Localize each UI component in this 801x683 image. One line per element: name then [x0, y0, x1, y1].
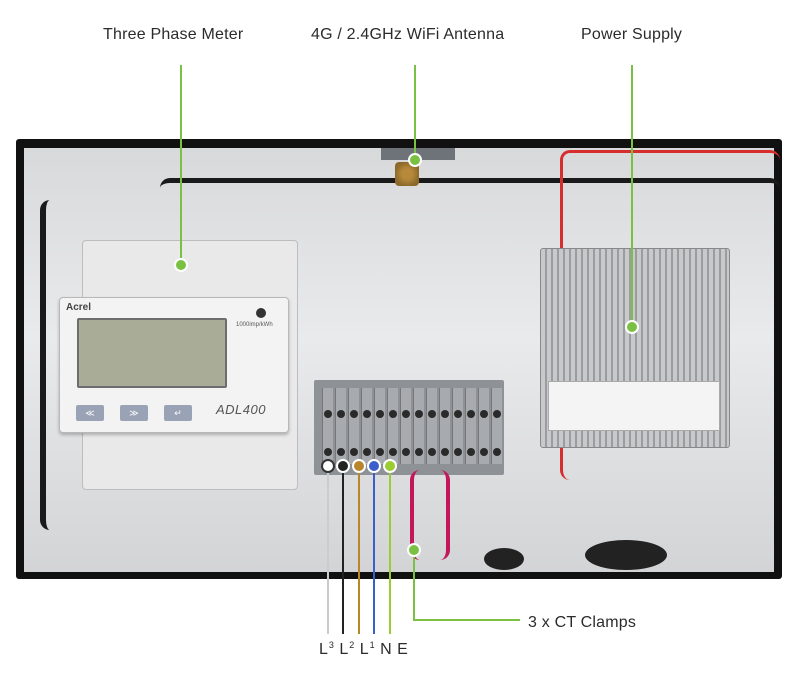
- cable-gland-1: [484, 548, 524, 570]
- terminal-screw: [480, 410, 488, 418]
- terminal-screw: [363, 410, 371, 418]
- terminal-screw: [363, 448, 371, 456]
- terminal-block: [400, 388, 411, 464]
- power-supply-rating-label: [548, 381, 720, 431]
- terminal-block: [478, 388, 489, 464]
- terminal-block: [465, 388, 476, 464]
- meter-button-enter: ↵: [164, 405, 192, 421]
- ct-clamp-wires: [410, 470, 450, 560]
- terminal-screw: [350, 410, 358, 418]
- meter-rate: 1000imp/kWh: [236, 322, 273, 328]
- terminal-block: [348, 388, 359, 464]
- wire-bundle-top: [160, 178, 780, 208]
- terminal-block: [452, 388, 463, 464]
- terminal-screw: [389, 448, 397, 456]
- terminal-screw: [454, 448, 462, 456]
- terminal-screw: [441, 448, 449, 456]
- terminal-screw: [441, 410, 449, 418]
- terminal-screw: [415, 410, 423, 418]
- terminal-screw: [337, 448, 345, 456]
- terminal-screw: [337, 410, 345, 418]
- terminal-screw: [467, 410, 475, 418]
- meter-brand: Acrel: [66, 302, 92, 313]
- ct-clamps-label: 3 x CT Clamps: [528, 614, 637, 631]
- terminal-block: [439, 388, 450, 464]
- terminal-block: [387, 388, 398, 464]
- meter-faceplate: Acrel 1000imp/kWh ≪ ≫ ↵ ADL400: [59, 297, 289, 433]
- terminal-screw: [324, 448, 332, 456]
- terminal-screw: [376, 410, 384, 418]
- antenna-label: 4G / 2.4GHz WiFi Antenna: [311, 26, 505, 43]
- terminal-block: [361, 388, 372, 464]
- phase-l3: L3: [319, 640, 334, 659]
- terminal-screw: [454, 410, 462, 418]
- terminal-block: [426, 388, 437, 464]
- meter-button-right: ≫: [120, 405, 148, 421]
- terminal-screw: [415, 448, 423, 456]
- antenna-connector: [395, 162, 419, 186]
- power-supply-label: Power Supply: [581, 26, 683, 43]
- phase-l1: L1: [359, 640, 375, 659]
- terminal-screw: [350, 448, 358, 456]
- terminal-block: [335, 388, 346, 464]
- terminal-screw: [402, 410, 410, 418]
- phase-n: N: [380, 641, 392, 659]
- pulse-led: [256, 308, 266, 318]
- terminal-block: [413, 388, 424, 464]
- terminal-screw: [480, 448, 488, 456]
- phase-labels: L3 L2 L1 N E: [319, 640, 409, 659]
- terminal-screw: [376, 448, 384, 456]
- terminal-block: [491, 388, 502, 464]
- terminal-block: [322, 388, 333, 464]
- terminal-screw: [493, 410, 501, 418]
- phase-e: E: [397, 641, 408, 659]
- phase-l2: L2: [339, 640, 355, 659]
- terminal-screw: [428, 410, 436, 418]
- meter-lcd-display: [77, 318, 227, 388]
- terminal-screw: [402, 448, 410, 456]
- terminal-screw: [493, 448, 501, 456]
- cable-gland-2: [585, 540, 667, 570]
- meter-model: ADL400: [216, 402, 266, 417]
- terminal-screw: [428, 448, 436, 456]
- meter-button-left: ≪: [76, 405, 104, 421]
- three-phase-meter-label: Three Phase Meter: [103, 26, 244, 43]
- antenna-mount-plate: [381, 148, 455, 160]
- terminal-screw: [324, 410, 332, 418]
- terminal-screw: [389, 410, 397, 418]
- wire-bundle-left: [40, 200, 100, 530]
- terminal-screw: [467, 448, 475, 456]
- terminal-block: [374, 388, 385, 464]
